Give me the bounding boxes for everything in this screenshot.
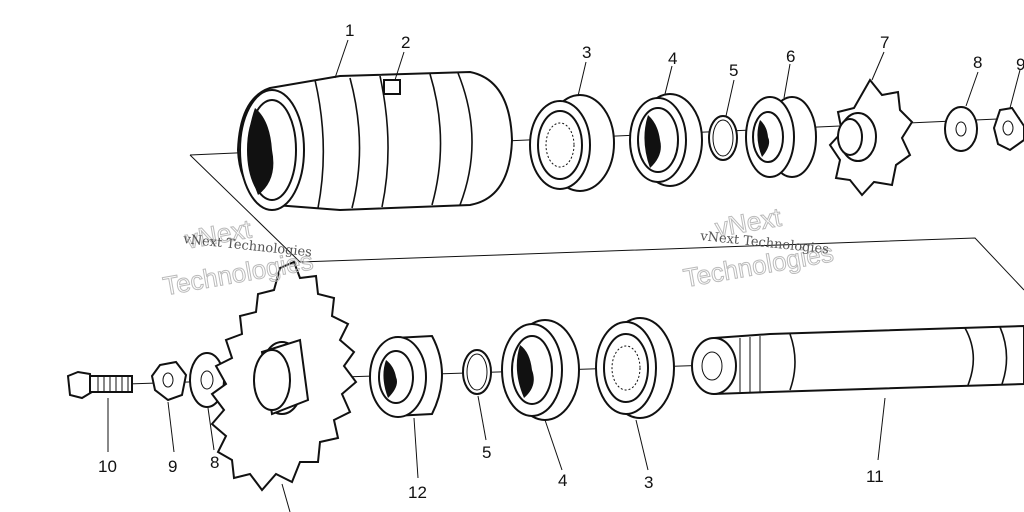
part-9-lockwasher-bottom	[150, 360, 188, 402]
part-12-spacer	[369, 334, 443, 418]
part-8-washer-top-hole	[955, 121, 967, 137]
part-5-ring-top	[708, 115, 738, 161]
callout-10: 10	[98, 457, 117, 476]
callout-1: 1	[345, 21, 354, 40]
callout-5-bottom: 5	[482, 443, 491, 462]
part-4-cup-bottom	[501, 319, 580, 421]
callout-8-bottom: 8	[210, 453, 219, 472]
part-4-cup-top	[629, 93, 703, 187]
part-1-housing	[236, 70, 514, 212]
callout-8-top: 8	[973, 53, 982, 72]
part-5-ring-bottom-inner	[466, 353, 488, 391]
callout-7: 7	[880, 33, 889, 52]
callout-6: 6	[786, 47, 795, 66]
part-6-spacer	[745, 96, 817, 178]
part-5-ring-bottom	[462, 349, 492, 395]
part-9-lockwasher-top	[992, 106, 1024, 152]
part-8-washer-top	[944, 106, 978, 152]
large-sprocket	[210, 260, 358, 492]
part-3-bearing-bottom	[595, 317, 675, 419]
callout-4-top: 4	[668, 49, 677, 68]
part-9-lockwasher-top-hole	[1002, 120, 1014, 136]
part-10-bolt	[66, 370, 133, 400]
callout-9-bottom: 9	[168, 457, 177, 476]
callout-4-bottom: 4	[558, 471, 567, 490]
callout-9-top: 9	[1016, 55, 1024, 74]
part-3-bearing-top	[529, 94, 615, 192]
part-5-ring-top-inner	[712, 119, 734, 157]
part-7-small-sprocket	[828, 78, 914, 197]
part-9-lockwasher-bottom-hole	[162, 372, 174, 388]
callout-12: 12	[408, 483, 427, 502]
callout-3-bottom: 3	[644, 473, 653, 492]
callout-leaders	[107, 39, 1021, 512]
callout-2: 2	[401, 33, 410, 52]
callout-11: 11	[866, 467, 884, 486]
part-8-washer-bottom-hole	[200, 370, 214, 390]
callout-3-top: 3	[582, 43, 591, 62]
part-11-shaft	[691, 324, 1024, 396]
callout-labels: 1 2 3 4 5 6 7 8 9 10 9 8 12 5 4 3 11	[98, 21, 1024, 502]
callout-5-top: 5	[729, 61, 738, 80]
assembly-leader-line	[189, 154, 1024, 291]
